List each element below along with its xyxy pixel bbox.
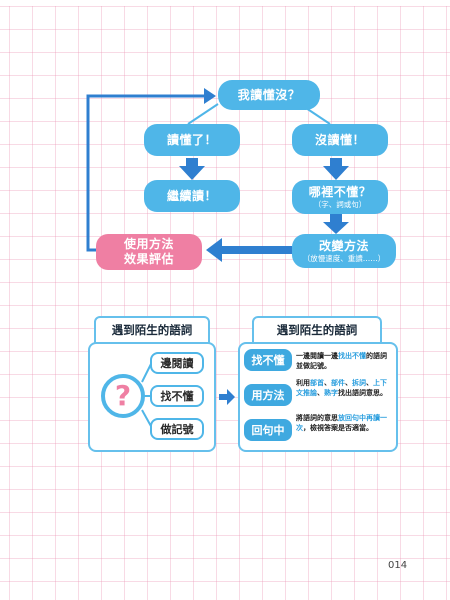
- left-panel-tab: 遇到陌生的語詞: [94, 316, 210, 344]
- method-return-desc: 將語詞的意思放回句中再讀一次，檢視答案是否適當。: [296, 413, 392, 433]
- node-start: 我讀懂沒？: [218, 80, 320, 110]
- top-margin: [0, 0, 450, 6]
- highlight-text: 拆詞: [352, 379, 366, 387]
- desc-text: 找出語詞意思。: [338, 389, 387, 397]
- question-mark-glyph: ?: [114, 379, 132, 412]
- node-not-understood-label: 沒讀懂！: [314, 132, 365, 147]
- node-continue-reading-label: 繼續讀！: [166, 188, 217, 203]
- desc-text: 、: [317, 389, 324, 397]
- method-find-desc: 一邊閱讀一邊找出不懂的語詞並做記號。: [296, 351, 392, 371]
- arrow-change-to-evaluate: [206, 238, 292, 262]
- step-read-label: 邊閱讀: [160, 357, 194, 370]
- step-find-label: 找不懂: [160, 390, 194, 403]
- highlight-text: 部首: [310, 379, 324, 387]
- loop-back-arrowhead: [204, 88, 216, 104]
- desc-text: 的語詞並做記號。: [296, 352, 387, 370]
- desc-text: 、: [324, 379, 331, 387]
- desc-text: 將語詞的意思: [296, 414, 338, 422]
- method-use-pill: 用方法: [244, 384, 292, 406]
- right-panel-tab: 遇到陌生的語詞: [252, 316, 382, 344]
- node-start-label: 我讀懂沒？: [237, 87, 301, 102]
- right-panel-title: 遇到陌生的語詞: [276, 323, 358, 337]
- highlight-text: 熟字: [324, 389, 338, 397]
- highlight-text: 找出不懂: [338, 352, 366, 360]
- node-where-not-understood: 哪裡不懂？ （字、詞或句）: [292, 180, 388, 214]
- node-where-label: 哪裡不懂？: [308, 184, 372, 199]
- node-evaluate: 使用方法 效果評估: [96, 234, 202, 270]
- panel-arrow-icon: [219, 389, 235, 405]
- node-change-method: 改變方法 （放慢速度、重讀……）: [292, 234, 396, 268]
- arrow-understood-to-continue: [179, 158, 205, 180]
- arrow-not-to-where: [323, 158, 349, 180]
- node-understood-label: 讀懂了！: [166, 132, 217, 147]
- question-mark-icon: [101, 374, 145, 418]
- left-panel-title: 遇到陌生的語詞: [111, 323, 193, 337]
- node-where-sublabel: （字、詞或句）: [313, 199, 367, 209]
- desc-text: 一邊閱讀一邊: [296, 352, 338, 360]
- method-find-label: 找不懂: [251, 354, 285, 367]
- method-use-label: 用方法: [251, 389, 285, 402]
- step-find-pill: 找不懂: [150, 385, 204, 407]
- node-not-understood: 沒讀懂！: [292, 124, 388, 156]
- branch-line-left: [187, 103, 219, 125]
- highlight-text: 上下文推論: [296, 379, 387, 397]
- desc-text: ，檢視答案是否適當。: [303, 424, 373, 432]
- desc-text: 、: [345, 379, 352, 387]
- method-use-desc: 利用部首、部件、拆詞、上下文推論、熟字找出語詞意思。: [296, 378, 392, 398]
- step-mark-pill: 做記號: [150, 418, 204, 440]
- highlight-text: 放回句中再讀一次: [296, 414, 387, 432]
- desc-text: 利用: [296, 379, 310, 387]
- method-return-pill: 回句中: [244, 419, 292, 441]
- desc-text: 、: [366, 379, 373, 387]
- node-understood: 讀懂了！: [144, 124, 240, 156]
- step-read-pill: 邊閱讀: [150, 352, 204, 374]
- arrow-where-to-change: [323, 214, 349, 234]
- node-change-sublabel: （放慢速度、重讀……）: [302, 253, 386, 263]
- step-mark-label: 做記號: [160, 423, 194, 436]
- highlight-text: 部件: [331, 379, 345, 387]
- node-evaluate-line1: 使用方法: [123, 237, 174, 251]
- method-find-pill: 找不懂: [244, 349, 292, 371]
- node-continue-reading: 繼續讀！: [144, 180, 240, 212]
- method-return-label: 回句中: [251, 424, 285, 437]
- node-evaluate-line2: 效果評估: [123, 252, 174, 266]
- page-number: 014: [388, 560, 408, 571]
- node-change-label: 改變方法: [318, 238, 369, 253]
